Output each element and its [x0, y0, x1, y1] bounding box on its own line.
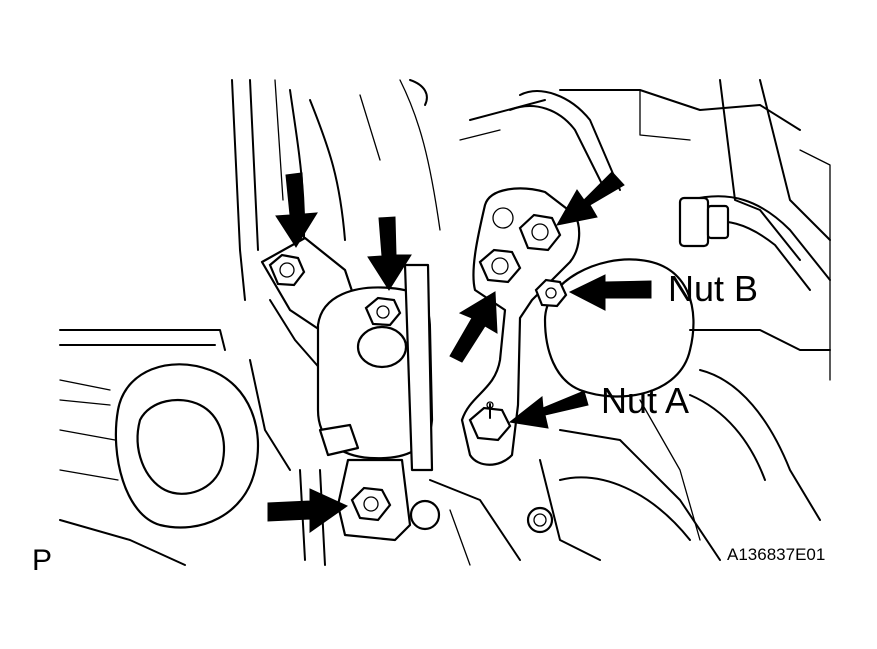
hex-bolt-icon [364, 296, 402, 327]
arrow-icon [275, 172, 318, 248]
nut-a-label: Nut A [601, 380, 690, 421]
nut-b-icon [534, 278, 568, 308]
hex-bolt-icon [268, 253, 306, 287]
nut-a-icon [468, 401, 512, 442]
arrow-icon [508, 390, 589, 429]
mount-strap [403, 263, 434, 472]
hex-bolt-icon [350, 486, 392, 522]
hex-bolt-icon [518, 213, 562, 252]
callout-arrows [267, 171, 652, 533]
figure-code: A136837E01 [727, 545, 826, 564]
nut-b-label: Nut B [668, 268, 759, 309]
arrow-icon [367, 216, 412, 291]
arrow-icon [556, 171, 625, 226]
fasteners [268, 213, 568, 522]
arrow-icon [449, 291, 498, 363]
view-indicator: P [32, 544, 53, 577]
background-linework [59, 79, 831, 566]
hex-bolt-icon [478, 248, 522, 284]
arrow-icon [267, 488, 348, 533]
arrow-icon [568, 274, 652, 311]
